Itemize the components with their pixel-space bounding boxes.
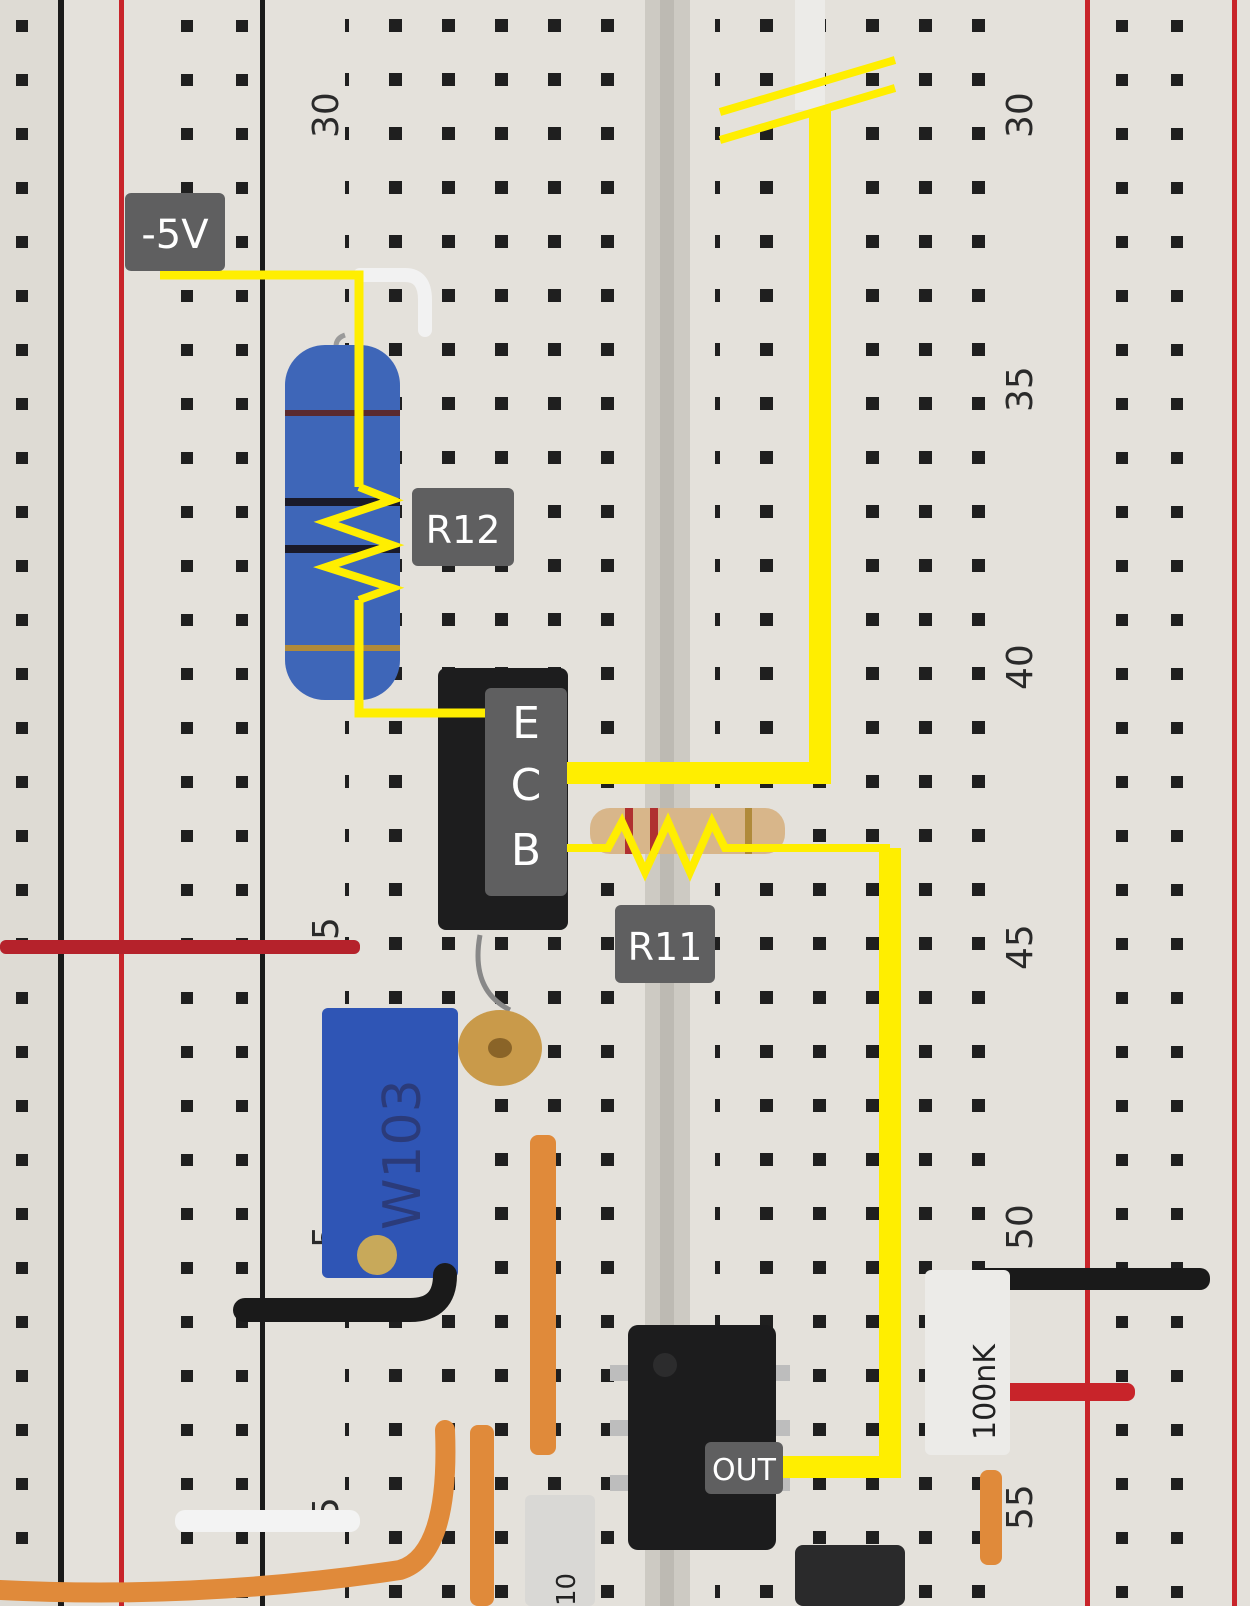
emitter-label: E	[512, 698, 540, 749]
row-30-right: 30	[1000, 92, 1041, 138]
trimpot-body	[322, 1008, 458, 1278]
base-label: B	[511, 825, 541, 876]
bottom-capacitor	[525, 1495, 595, 1606]
trimpot-screw	[357, 1235, 397, 1275]
supply-label-text: -5V	[141, 212, 209, 258]
ceramic-capacitor-hole	[488, 1038, 512, 1058]
r12-zigzag	[313, 483, 405, 604]
right-rail-red-line-2	[1232, 0, 1237, 1606]
r11-label: R11	[615, 905, 715, 983]
left-rail-edge	[58, 0, 64, 1606]
r12-band-1	[285, 410, 400, 416]
r12-label-text: R12	[426, 508, 501, 552]
ic-pin-left-1	[610, 1365, 630, 1381]
r11-band-2	[650, 808, 658, 854]
ic-pin-left-3	[610, 1475, 630, 1491]
out-label: OUT	[705, 1442, 783, 1494]
transistor-label: E C B	[485, 688, 567, 896]
annotation-wires	[160, 56, 901, 1478]
collector-label: C	[511, 760, 542, 811]
row-35: 35	[1000, 366, 1041, 412]
r12-label: R12	[412, 488, 514, 566]
r11-band-3	[745, 808, 752, 854]
left-rail-red-line	[119, 0, 124, 1606]
row-45-left: 5	[306, 917, 347, 940]
supply-wire-annotation	[160, 270, 364, 487]
base-wire	[565, 812, 890, 882]
r12-band-4	[285, 645, 400, 651]
collector-wire	[565, 110, 831, 784]
row-55-right: 55	[1000, 1484, 1041, 1530]
film-capacitor-marking: 100nK	[968, 1343, 1003, 1440]
right-power-holes	[1105, 0, 1215, 1606]
black-wire-right	[975, 1268, 1210, 1290]
wire-break-line-2	[718, 84, 897, 144]
black-wire-left	[233, 1263, 457, 1322]
orange-wire-vertical	[530, 1135, 556, 1455]
supply-label: -5V	[125, 193, 225, 271]
orange-wire-short	[470, 1425, 494, 1606]
r12-body	[285, 345, 400, 700]
left-rail-holes	[0, 0, 55, 1606]
orange-lead-right	[980, 1470, 1002, 1565]
r12-band-2	[285, 498, 400, 506]
right-rail-red-line	[1085, 0, 1090, 1606]
trimpot-marking: W103	[373, 1079, 433, 1230]
film-capacitor	[925, 1270, 1010, 1455]
centre-channel-shade	[660, 0, 674, 1606]
red-wire-right	[985, 1383, 1135, 1401]
orange-wire-bottom	[0, 1420, 456, 1603]
row-40: 40	[1000, 644, 1041, 690]
capacitor-lead	[475, 934, 512, 1013]
row-45-right: 45	[1000, 924, 1041, 970]
white-jumper-wire	[353, 268, 432, 337]
ic-notch	[653, 1353, 677, 1377]
bottom-dark-part	[795, 1545, 905, 1606]
ic-chip	[628, 1325, 776, 1550]
out-label-text: OUT	[712, 1453, 777, 1488]
red-wire-left	[0, 940, 360, 954]
r11-to-out	[780, 848, 901, 1478]
r11-label-text: R11	[628, 925, 703, 969]
white-jumper-lower	[175, 1510, 360, 1532]
left-rail-black-line	[260, 0, 265, 1606]
r11-body	[590, 808, 785, 854]
r12-band-3	[285, 545, 400, 553]
white-wire-top	[795, 0, 825, 110]
wire-break-line-1	[718, 56, 897, 116]
r12-to-emitter	[354, 600, 488, 718]
row-50-right: 50	[1000, 1204, 1041, 1250]
ic-pin-left-2	[610, 1420, 630, 1436]
bottom-capacitor-marking: 10	[552, 1573, 582, 1606]
row-30-left: 30	[306, 92, 347, 138]
